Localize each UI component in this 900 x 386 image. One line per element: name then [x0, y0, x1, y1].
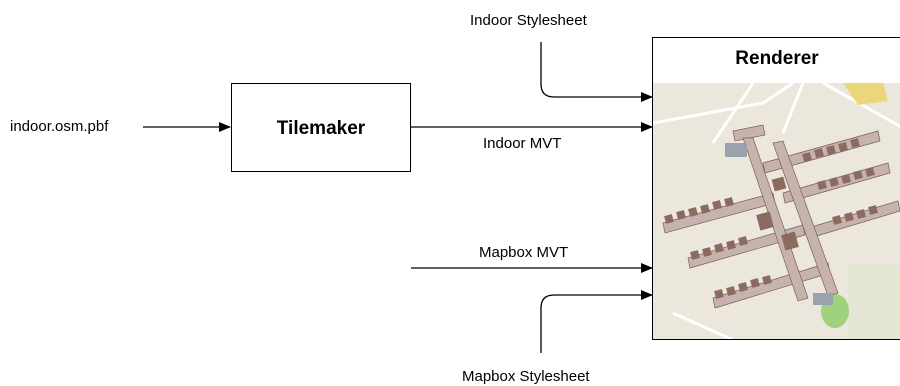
edge-indoor-stylesheet	[540, 42, 653, 102]
renderer-box: Renderer	[652, 37, 900, 340]
edge-mapbox-stylesheet	[540, 290, 653, 353]
mapbox-stylesheet-label: Mapbox Stylesheet	[462, 368, 590, 385]
renderer-title: Renderer	[735, 48, 819, 69]
indoor-stylesheet-label: Indoor Stylesheet	[470, 12, 587, 29]
tilemaker-box: Tilemaker	[231, 83, 411, 172]
indoor-mvt-label: Indoor MVT	[483, 135, 562, 152]
yellow-area	[843, 83, 888, 105]
indoor-map-preview	[653, 83, 900, 339]
tilemaker-title: Tilemaker	[276, 118, 366, 139]
input-file-label: indoor.osm.pbf	[10, 118, 109, 135]
mapbox-mvt-label: Mapbox MVT	[479, 244, 569, 261]
